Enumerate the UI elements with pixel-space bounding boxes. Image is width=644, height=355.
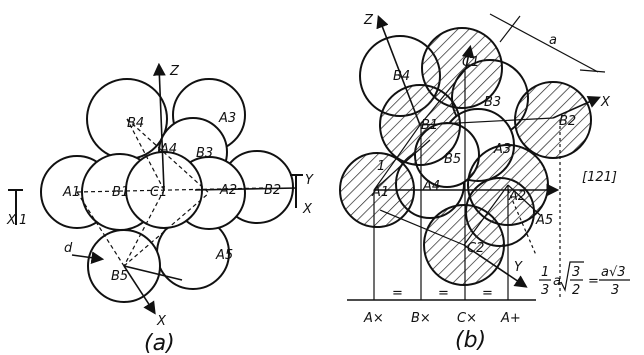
label-a-y: Y <box>305 173 314 188</box>
spacing-formula: 1 3 a 3 2 = a√3 3 <box>539 261 630 298</box>
label-a-b3: B3 <box>196 146 213 161</box>
label-a-c1: C1 <box>150 185 167 200</box>
formula-eq: = <box>588 274 599 289</box>
label-b-direction: [121] <box>582 170 617 185</box>
formula-a: a <box>553 274 561 289</box>
label-b-y: Y <box>514 260 523 275</box>
label-a-a1: A1 <box>62 185 80 200</box>
panel-a-axes <box>8 62 303 315</box>
formula-frac-num: 1 <box>541 265 549 280</box>
label-b-c2: C2 <box>467 241 484 256</box>
label-b-aplus: A+ <box>500 311 521 326</box>
label-b-b2: B2 <box>559 114 576 129</box>
label-b-a1: A1 <box>371 185 389 200</box>
label-b-c1: C1 <box>462 55 479 70</box>
caption-b: (b) <box>455 328 486 353</box>
formula-root-den: 2 <box>572 283 580 298</box>
label-a-b2: B2 <box>264 183 281 198</box>
label-a-b5: B5 <box>111 269 128 284</box>
panel-a-labels: Z B4 A3 B3 A4 A1 B1 C1 A2 B2 Y X X 1 d B… <box>6 64 314 355</box>
label-b-eq-1: = <box>392 286 403 301</box>
label-a-a4: A4 <box>159 142 177 157</box>
label-b-z: Z <box>363 13 374 28</box>
formula-rhs-num: a√3 <box>601 265 626 280</box>
caption-a: (a) <box>144 331 175 355</box>
label-a-x-right: X <box>302 202 313 217</box>
label-a-one: 1 <box>19 213 27 228</box>
label-b-a5: A5 <box>535 213 553 228</box>
label-b-a-dist: a <box>549 33 557 48</box>
label-b-a3: A3 <box>493 142 511 157</box>
label-a-d: d <box>64 241 73 256</box>
label-b-cx: C× <box>457 311 477 326</box>
panel-a-lines <box>76 118 265 267</box>
label-a-a5: A5 <box>215 248 233 263</box>
label-b-b3: B3 <box>484 95 501 110</box>
formula-rhs-den: 3 <box>611 283 619 298</box>
label-a-a2: A2 <box>219 183 237 198</box>
panel-a <box>40 78 294 303</box>
panel-b-lines <box>347 13 606 301</box>
label-b-x: X <box>600 95 611 110</box>
label-b-one: 1 <box>377 159 385 174</box>
panel-b-axes <box>376 15 601 288</box>
label-b-bx: B× <box>411 311 431 326</box>
label-a-b1: B1 <box>112 185 129 200</box>
formula-frac-den: 3 <box>541 283 549 298</box>
label-b-a4: A4 <box>422 179 440 194</box>
formula-root-num: 3 <box>572 265 580 280</box>
label-a-x-left: X <box>6 213 17 228</box>
label-b-eq-2: = <box>438 286 449 301</box>
label-b-b4: B4 <box>393 69 410 84</box>
label-b-ax: A× <box>363 311 384 326</box>
label-a-a3: A3 <box>218 111 236 126</box>
label-b-b1: B1 <box>421 118 438 133</box>
label-a-z: Z <box>169 64 180 79</box>
panel-b-labels: Z a C1 B4 B3 X B2 B1 B5 A3 [121] 1 A1 A4… <box>363 13 630 353</box>
label-a-b4: B4 <box>127 116 144 131</box>
label-b-eq-3: = <box>482 286 493 301</box>
atom-c1-b <box>421 27 503 109</box>
label-b-a2: A2 <box>508 189 526 204</box>
label-b-b5: B5 <box>444 152 461 167</box>
label-a-x-bottom: X <box>156 314 167 329</box>
